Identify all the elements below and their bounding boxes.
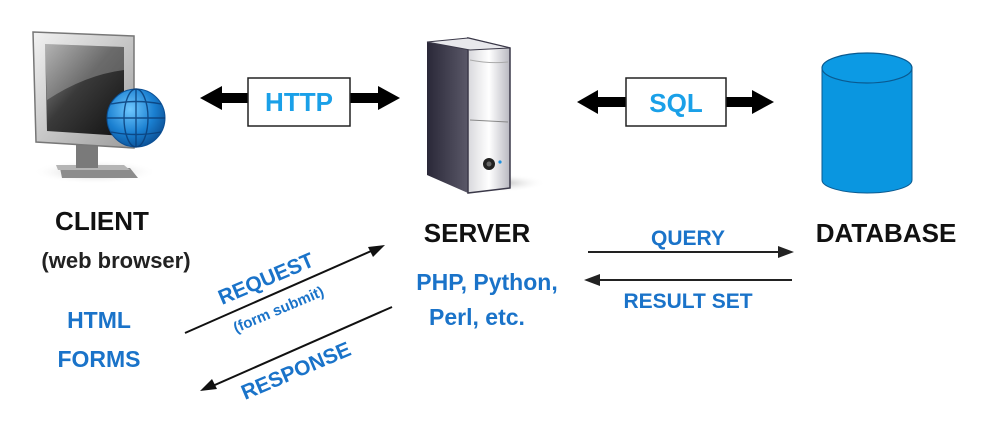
- client-feature-line1: HTML: [67, 307, 131, 333]
- sql-label: SQL: [649, 88, 703, 118]
- http-label: HTTP: [265, 87, 333, 117]
- server-feature-line2: Perl, etc.: [429, 304, 525, 330]
- monitor-base: [60, 168, 138, 178]
- response-label: RESPONSE: [238, 338, 354, 405]
- result-set-label: RESULT SET: [623, 290, 752, 313]
- client-title: CLIENT: [55, 206, 149, 236]
- database-top: [821, 52, 913, 84]
- sql-double-arrow: SQL: [577, 77, 774, 127]
- query-label: QUERY: [651, 227, 725, 250]
- result-set-arrow: [584, 274, 792, 286]
- query-arrow: [588, 246, 794, 258]
- http-protocol-box: [247, 77, 351, 127]
- tower-side: [427, 38, 468, 193]
- server-title: SERVER: [424, 218, 531, 248]
- server-tower-icon: [426, 37, 546, 194]
- database-cylinder-icon: [821, 52, 913, 194]
- sql-protocol-box: [625, 77, 727, 127]
- monitor-stand: [76, 140, 98, 168]
- http-double-arrow: HTTP: [200, 77, 400, 127]
- computer-globe-icon: [32, 31, 166, 184]
- database-title: DATABASE: [816, 218, 957, 248]
- client-subtitle: (web browser): [41, 248, 190, 273]
- server-feature-line1: PHP, Python,: [416, 269, 557, 295]
- monitor-screen: [45, 44, 124, 136]
- response-arrow: [200, 306, 393, 391]
- client-feature-line2: FORMS: [57, 346, 140, 372]
- request-arrow: [184, 245, 385, 334]
